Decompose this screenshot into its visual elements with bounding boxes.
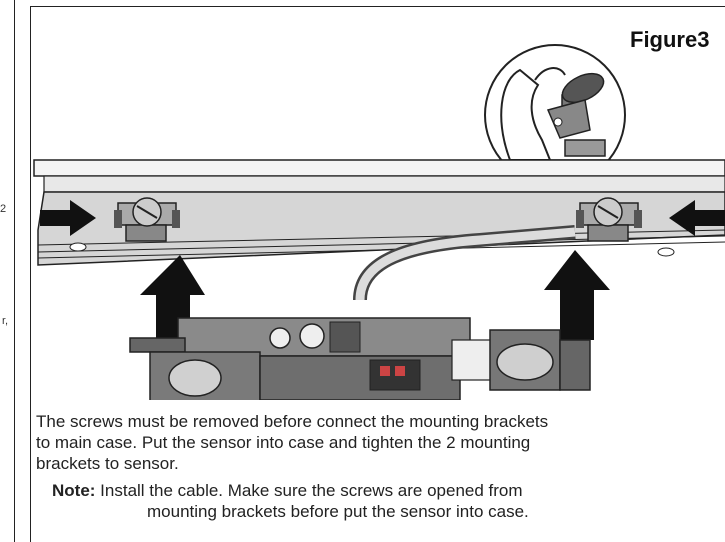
arrow-right-icon [40, 200, 96, 236]
caption-line: brackets to sensor. [36, 454, 179, 473]
note-label: Note: [52, 481, 101, 500]
figure-frame-top [30, 6, 725, 7]
margin-text-fragment: r, [2, 315, 9, 327]
mounting-bracket-right [576, 197, 642, 242]
note-block: Note: Install the cable. Make sure the s… [52, 480, 529, 521]
page-margin-rule [14, 0, 15, 542]
figure-title: Figure3 [630, 27, 710, 52]
note-text-line: Install the cable. Make sure the screws … [100, 481, 523, 500]
figure-frame-left [30, 6, 31, 542]
caption-line: to main case. Put the sensor into case a… [36, 433, 531, 452]
main-case-rail [33, 159, 725, 266]
figure-caption: The screws must be removed before connec… [36, 411, 725, 474]
sensor-unit [129, 317, 591, 400]
note-text-line: mounting brackets before put the sensor … [147, 502, 529, 521]
arrow-left-icon [669, 200, 725, 236]
mounting-bracket-left [114, 197, 180, 242]
arrow-up-icon [544, 250, 610, 340]
margin-text-fragment: 2 [0, 203, 7, 215]
installation-illustration [33, 44, 725, 400]
caption-line: The screws must be removed before connec… [36, 412, 549, 431]
